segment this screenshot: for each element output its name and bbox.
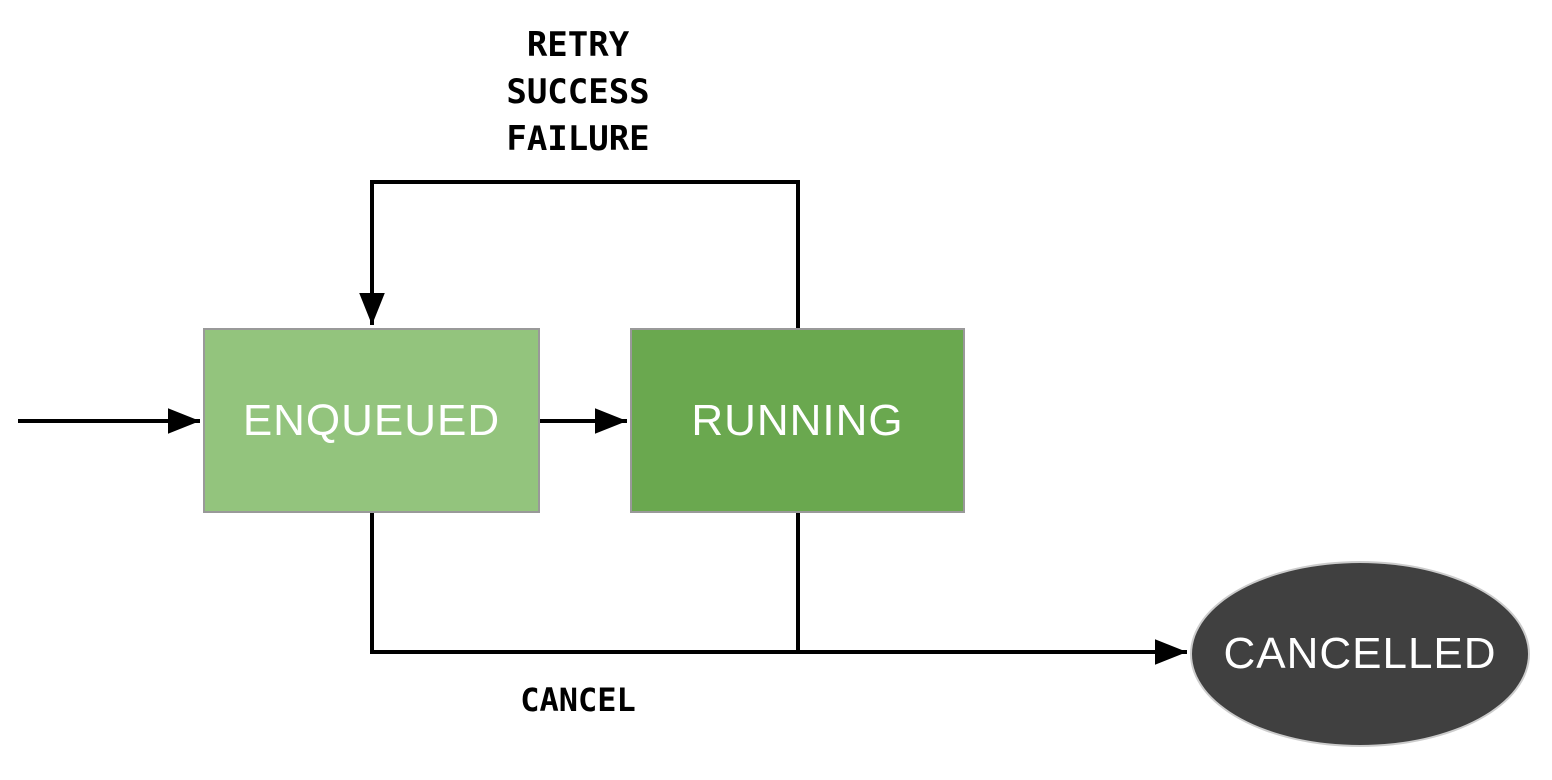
node-cancelled-label: CANCELLED (1223, 629, 1497, 678)
edge-label-success: SUCCESS (506, 72, 650, 112)
edge-label-retry: RETRY (526, 25, 630, 65)
edge-running-to-enqueued (359, 180, 800, 329)
node-running-label: RUNNING (691, 395, 904, 445)
edge-label-loop: RETRY SUCCESS FAILURE (428, 22, 728, 163)
node-enqueued: ENQUEUED (203, 328, 540, 513)
edge-enqueued-to-cancelled (370, 512, 1187, 665)
node-enqueued-label: ENQUEUED (242, 395, 501, 445)
edge-label-cancel: CANCEL (520, 681, 636, 719)
node-cancelled: CANCELLED (1190, 561, 1530, 747)
edge-label-failure: FAILURE (506, 119, 650, 159)
node-running: RUNNING (630, 328, 965, 513)
